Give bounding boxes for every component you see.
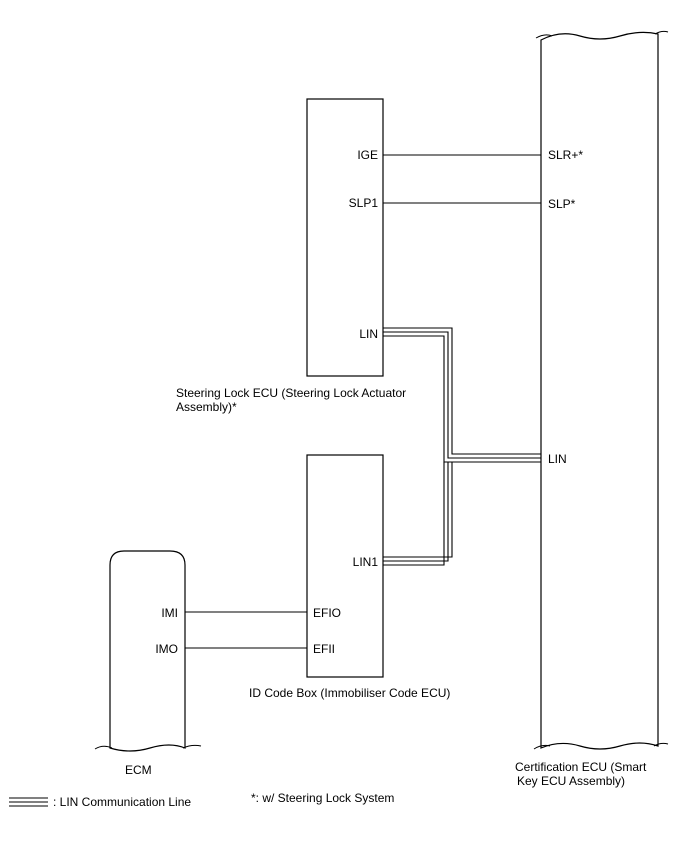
- ecm-box: [109, 550, 186, 752]
- certification-ecu-box: [540, 31, 659, 750]
- pin-label-cert-lin: LIN: [548, 452, 567, 466]
- certification-ecu-label-line1: Certification ECU (Smart: [515, 760, 647, 774]
- ecm-break-mark-right: [182, 744, 202, 749]
- legend-note: *: w/ Steering Lock System: [251, 791, 394, 805]
- cert-ecu-break-mark-top: [535, 34, 553, 39]
- legend-lin-label: : LIN Communication Line: [53, 795, 191, 809]
- legend-lin-symbol: [9, 797, 48, 807]
- steering-lock-ecu-box: [306, 98, 384, 377]
- ecm-break-mark-left: [94, 745, 113, 750]
- lin-bus-lines: [383, 327, 541, 566]
- id-code-box-label: ID Code Box (Immobiliser Code ECU): [249, 686, 450, 700]
- pin-label-slp: SLP*: [548, 197, 576, 211]
- certification-ecu-label-line2: Key ECU Assembly): [517, 774, 625, 788]
- pin-label-slr: SLR+*: [548, 148, 583, 162]
- pin-label-efii: EFII: [313, 642, 335, 656]
- pin-label-slp1: SLP1: [349, 196, 379, 210]
- ecm-label: ECM: [125, 763, 152, 777]
- id-code-box: [306, 454, 384, 678]
- pin-label-ige: IGE: [357, 148, 378, 162]
- pin-label-imo: IMO: [155, 642, 178, 656]
- pin-label-steering-lin: LIN: [359, 327, 378, 341]
- steering-lock-ecu-label-line2: Assembly)*: [176, 400, 237, 414]
- cert-ecu-break-mark-bottom-right: [653, 742, 669, 747]
- steering-lock-ecu-label-line1: Steering Lock ECU (Steering Lock Actuato…: [176, 386, 406, 400]
- cert-ecu-break-mark-bottom: [533, 744, 551, 750]
- pin-label-lin1: LIN1: [353, 555, 379, 569]
- pin-label-imi: IMI: [161, 606, 178, 620]
- pin-label-efio: EFIO: [313, 606, 341, 620]
- cert-ecu-break-mark-top-right: [654, 30, 669, 35]
